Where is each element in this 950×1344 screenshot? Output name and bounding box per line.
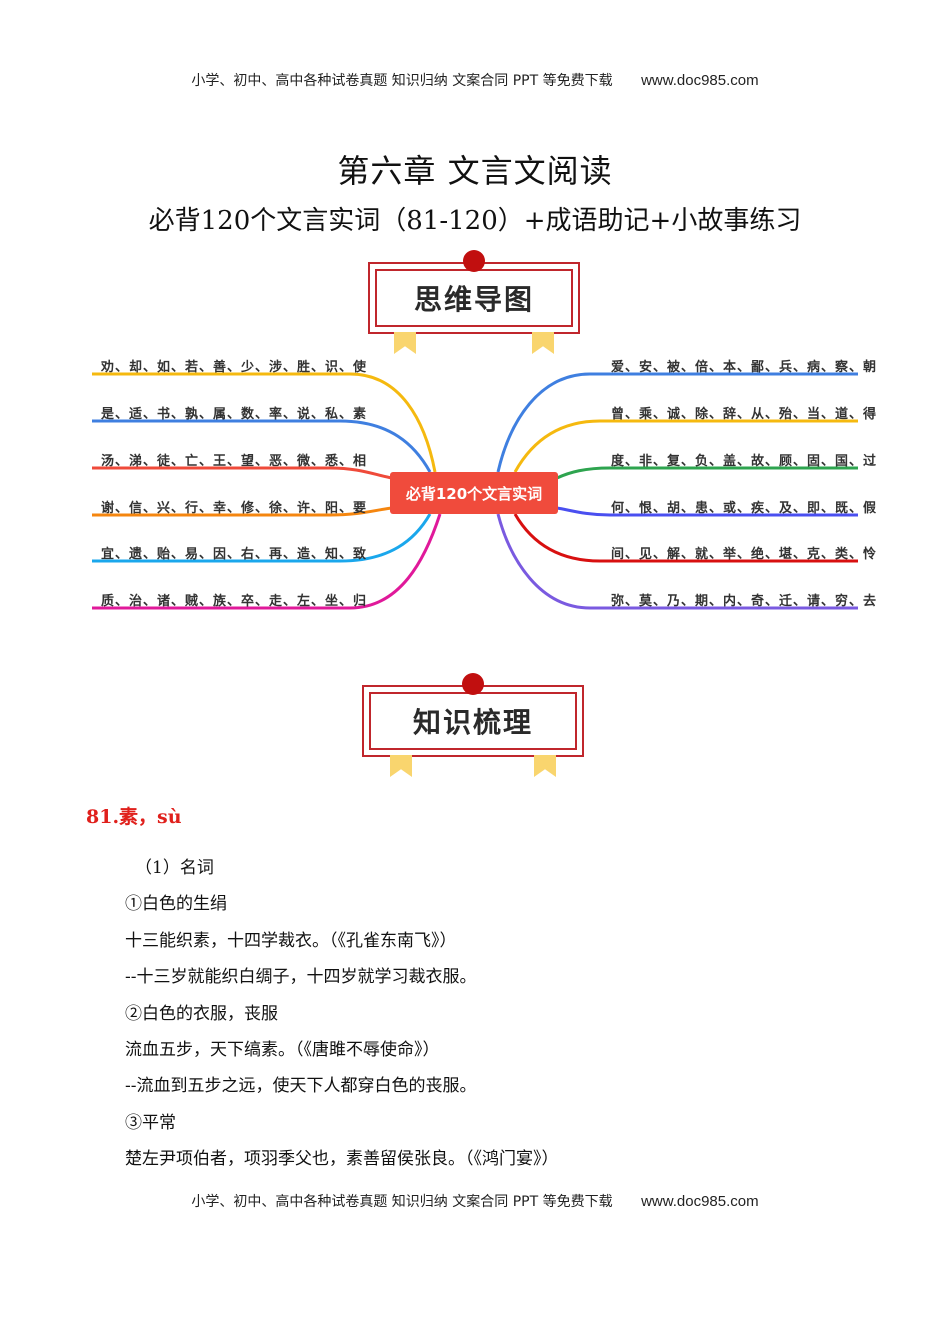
footer-site-link[interactable]: www.doc985.com [641, 1193, 759, 1210]
mindmap-center-node: 必背120个文言实词 [390, 472, 558, 514]
document-subtitle: 必背120个文言实词（81-120）+成语助记+小故事练习 [148, 206, 802, 236]
mindmap-branch-left: 谢、信、兴、行、幸、修、徐、许、阳、要 [101, 501, 368, 516]
page-footer: 小学、初中、高中各种试卷真题 知识归纳 文案合同 PPT 等免费下载 www.d… [0, 1191, 950, 1211]
ribbon-icon [390, 755, 412, 777]
entry-line: 楚左尹项伯者，项羽季父也，素善留侯张良。（《鸿门宴》） [125, 1149, 559, 1169]
banner-title: 知识梳理 [412, 706, 533, 739]
entry-line: --十三岁就能织白绸子，十四岁就学习裁衣服。 [125, 967, 477, 987]
entry-line: 十三能织素，十四学裁衣。（《孔雀东南飞》） [125, 931, 457, 951]
entry-line: ①白色的生绢 [125, 894, 227, 914]
mindmap-branch-right: 弥、莫、乃、期、内、奇、迁、请、穷、去 [611, 594, 878, 609]
ribbon-icon [394, 332, 416, 354]
mindmap-branch-left: 汤、涕、徒、亡、王、望、恶、微、悉、相 [101, 454, 368, 469]
entry-heading: 81.素，sù [86, 806, 182, 828]
header-site-link[interactable]: www.doc985.com [641, 72, 759, 89]
chapter-title: 第六章 文言文阅读 [337, 152, 613, 190]
header-text: 小学、初中、高中各种试卷真题 知识归纳 文案合同 PPT 等免费下载 [191, 73, 613, 89]
ribbon-icon [532, 332, 554, 354]
page-header: 小学、初中、高中各种试卷真题 知识归纳 文案合同 PPT 等免费下载 www.d… [0, 70, 950, 90]
knowledge-banner: 知识梳理 [362, 673, 584, 777]
entry-line: 流血五步，天下缟素。（《唐雎不辱使命》） [125, 1040, 440, 1060]
mindmap-branch-right: 间、见、解、就、举、绝、堪、克、类、怜 [611, 547, 878, 562]
mindmap-branch-left: 是、适、书、孰、属、数、率、说、私、素 [101, 407, 368, 422]
mindmap-branch-left: 劝、却、如、若、善、少、涉、胜、识、使 [101, 360, 368, 375]
center-node-label: 必背120个文言实词 [405, 484, 543, 503]
mindmap-branch-right: 度、非、复、负、盖、故、顾、固、国、过 [611, 454, 878, 469]
entry-line: ②白色的衣服，丧服 [125, 1004, 278, 1024]
ribbon-icon [534, 755, 556, 777]
pin-icon [463, 250, 485, 272]
entry-line: ③平常 [125, 1113, 176, 1133]
pin-icon [462, 673, 484, 695]
mindmap-branch-left: 质、治、诸、贼、族、卒、走、左、坐、归 [101, 594, 368, 609]
entry-line: （1）名词 [135, 858, 214, 878]
mindmap-branch-right: 曾、乘、诚、除、辞、从、殆、当、道、得 [611, 407, 878, 422]
footer-text: 小学、初中、高中各种试卷真题 知识归纳 文案合同 PPT 等免费下载 [191, 1194, 613, 1210]
mindmap-connectors [92, 372, 858, 610]
mindmap-branch-left: 宜、遗、贻、易、因、右、再、造、知、致 [101, 547, 368, 562]
mindmap-banner: 思维导图 [368, 250, 580, 354]
mindmap-branch-right: 何、恨、胡、患、或、疾、及、即、既、假 [611, 501, 878, 516]
banner-title: 思维导图 [413, 283, 534, 316]
entry-line: --流血到五步之远，使天下人都穿白色的丧服。 [125, 1076, 477, 1096]
mindmap-branch-right: 爱、安、被、倍、本、鄙、兵、病、察、朝 [611, 360, 878, 375]
